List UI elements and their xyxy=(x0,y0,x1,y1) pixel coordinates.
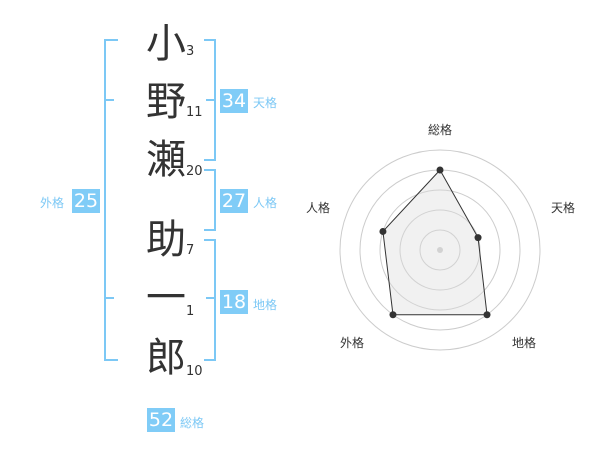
gaikaku-value: 25 xyxy=(72,189,100,213)
tenkaku-label: 天格 xyxy=(253,96,278,110)
grid-ring xyxy=(419,229,461,271)
name-char: 郎 xyxy=(146,335,186,381)
axis-label: 総格 xyxy=(428,122,452,137)
name-char: 助 xyxy=(146,217,186,263)
axis-label: 地格 xyxy=(512,335,536,350)
bracket-tick xyxy=(206,99,216,101)
chikaku-bracket xyxy=(204,239,216,361)
chikaku-value: 18 xyxy=(220,290,248,314)
grid-ring xyxy=(339,149,541,351)
name-char: 瀬 xyxy=(146,137,186,183)
data-point xyxy=(389,311,397,319)
axis-label: 外格 xyxy=(340,335,364,350)
center-dot xyxy=(437,247,443,253)
axis-label: 天格 xyxy=(551,200,575,215)
stroke-count: 10 xyxy=(186,364,203,379)
data-point xyxy=(379,227,387,235)
stroke-count: 7 xyxy=(186,243,195,258)
stroke-count: 11 xyxy=(186,105,203,120)
name-char: 一 xyxy=(146,275,186,321)
soukaku-value: 52 xyxy=(147,408,175,432)
bracket-tick xyxy=(104,99,114,101)
soukaku-label: 総格 xyxy=(180,416,205,430)
jinkaku-bracket xyxy=(204,169,216,231)
data-point xyxy=(436,166,444,174)
jinkaku-value: 27 xyxy=(220,189,248,213)
grid-ring xyxy=(399,209,481,291)
bracket-tick xyxy=(104,297,114,299)
gaikaku-bracket xyxy=(104,39,118,361)
stroke-count: 1 xyxy=(186,304,195,319)
stroke-count: 3 xyxy=(186,44,195,59)
jinkaku-label: 人格 xyxy=(253,196,278,210)
chikaku-label: 地格 xyxy=(253,298,278,312)
bracket-tick xyxy=(206,297,216,299)
data-polygon xyxy=(382,169,488,316)
grid-ring xyxy=(379,189,501,311)
gaikaku-label: 外格 xyxy=(40,196,65,210)
tenkaku-value: 34 xyxy=(220,89,248,113)
stroke-count: 20 xyxy=(186,164,203,179)
data-point xyxy=(474,234,482,242)
axis-label: 人格 xyxy=(306,200,330,215)
name-char: 野 xyxy=(146,79,186,125)
name-char: 小 xyxy=(146,21,186,67)
data-point xyxy=(483,311,491,319)
